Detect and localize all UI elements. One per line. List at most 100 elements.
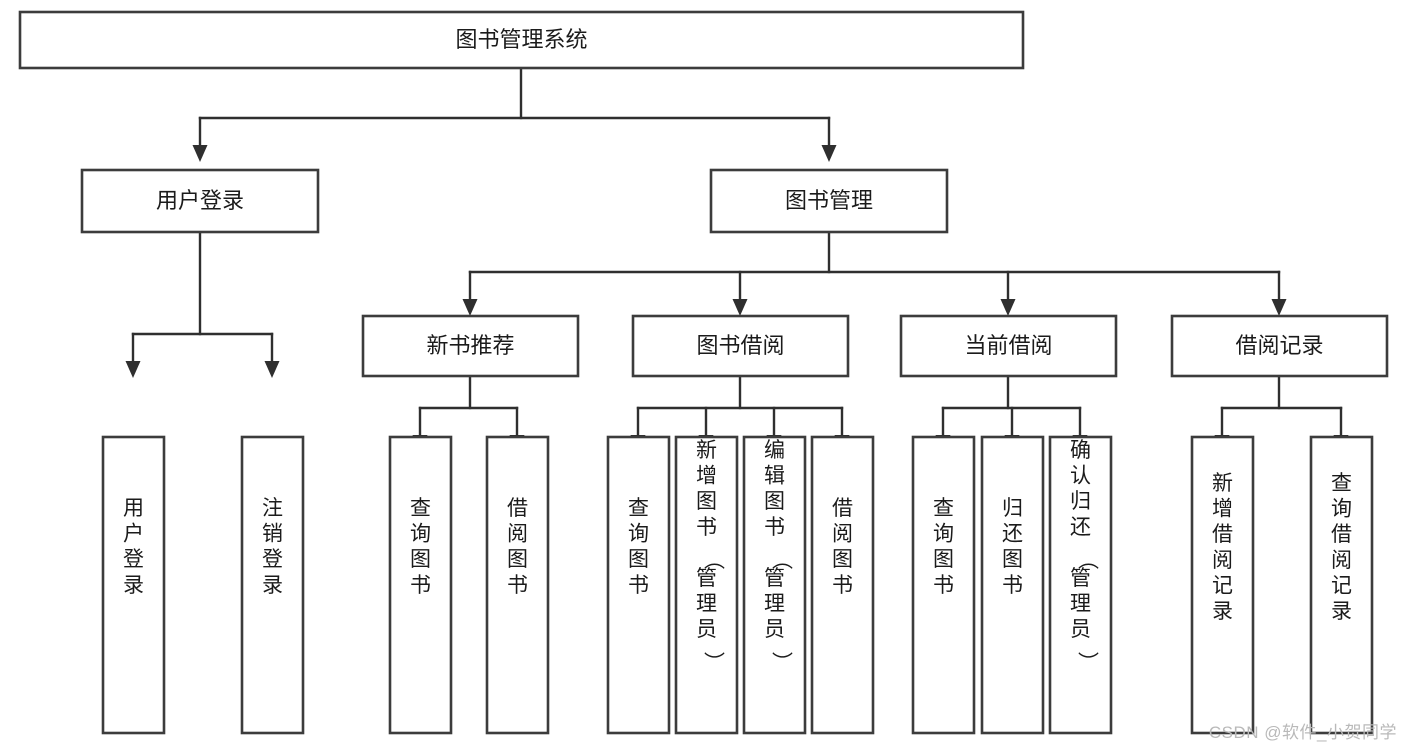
- connector-root-to-level1: [192, 66, 837, 162]
- node-box[interactable]: [1190, 435, 1255, 735]
- node-label-char: 归: [1002, 497, 1023, 520]
- node-label-char: ）: [770, 651, 793, 672]
- node-label-char: 查: [933, 497, 954, 520]
- node-leaf-query-book-current[interactable]: 查询图书查询图书: [911, 435, 976, 735]
- node-box[interactable]: [1170, 314, 1389, 378]
- node-label-char: 增: [1212, 498, 1233, 521]
- node-box[interactable]: [674, 435, 739, 735]
- node-label-char: 管: [696, 567, 717, 590]
- node-leaf-query-borrow-record[interactable]: 查询借阅记录查询借阅记录: [1309, 435, 1374, 735]
- node-leaf-add-borrow-record[interactable]: 新增借阅记录新增借阅记录: [1190, 435, 1255, 735]
- node-label-char: 管: [1070, 567, 1091, 590]
- node-label: 当前借阅: [964, 333, 1052, 358]
- node-label-char: 书: [764, 516, 785, 539]
- node-label: 图书借阅: [696, 333, 784, 358]
- connector-book-management-to-level2: [462, 230, 1287, 316]
- connector-arrow-icon: [732, 299, 748, 316]
- connector-user-login-to-leaves: [125, 230, 280, 378]
- node-boxes-layer: 图书管理系统用户登录图书管理新书推荐图书借阅当前借阅借阅记录用户登录用户登录注销…: [18, 10, 1389, 735]
- node-box[interactable]: [388, 435, 453, 735]
- node-leaf-user-login[interactable]: 用户登录用户登录: [101, 435, 166, 735]
- node-box[interactable]: [240, 435, 305, 735]
- node-box[interactable]: [742, 435, 807, 735]
- node-leaf-user-logout[interactable]: 注销登录注销登录: [240, 435, 305, 735]
- node-box[interactable]: [899, 314, 1118, 378]
- node-label-char: 员: [696, 618, 717, 641]
- node-label-char: 书: [933, 574, 954, 597]
- node-label-char: 查: [410, 497, 431, 520]
- node-leaf-query-book-borrow[interactable]: 查询图书查询图书: [606, 435, 671, 735]
- node-label: 新书推荐: [426, 333, 514, 358]
- node-box[interactable]: [485, 435, 550, 735]
- node-label-char: 图: [410, 548, 431, 571]
- node-box[interactable]: [709, 168, 949, 234]
- node-label-char: 记: [1212, 574, 1233, 597]
- node-box[interactable]: [1309, 435, 1374, 735]
- node-label-char: 阅: [507, 523, 528, 546]
- node-box[interactable]: [911, 435, 976, 735]
- node-current-borrow[interactable]: 当前借阅: [899, 314, 1118, 378]
- node-label-char: 辑: [764, 465, 785, 488]
- node-label-char: 书: [696, 516, 717, 539]
- node-book-borrow[interactable]: 图书借阅: [631, 314, 850, 378]
- node-label-char: （: [770, 549, 793, 570]
- node-label-char: 询: [410, 523, 431, 546]
- node-label-char: 新: [1212, 472, 1233, 495]
- node-label-char: 确: [1070, 439, 1091, 462]
- node-label-char: 图: [832, 548, 853, 571]
- node-box[interactable]: [1048, 435, 1113, 735]
- node-new-book-recommend[interactable]: 新书推荐: [361, 314, 580, 378]
- node-leaf-query-book-recommend[interactable]: 查询图书查询图书: [388, 435, 453, 735]
- node-label-char: 录: [123, 574, 144, 597]
- node-box[interactable]: [18, 10, 1025, 70]
- node-label-char: 阅: [1331, 549, 1352, 572]
- node-box[interactable]: [101, 435, 166, 735]
- node-box[interactable]: [606, 435, 671, 735]
- connector-arrow-icon: [462, 299, 478, 316]
- node-box[interactable]: [80, 168, 320, 234]
- node-leaf-return-book[interactable]: 归还图书归还图书: [980, 435, 1045, 735]
- node-box[interactable]: [810, 435, 875, 735]
- node-label-char: （: [1076, 549, 1099, 570]
- node-label-char: 询: [1331, 498, 1352, 521]
- node-label-char: 录: [1212, 600, 1233, 623]
- node-label-char: 书: [628, 574, 649, 597]
- node-label-char: 还: [1070, 516, 1091, 539]
- node-label-char: 询: [933, 523, 954, 546]
- node-label-char: （: [702, 549, 725, 570]
- node-label-char: 户: [123, 523, 144, 546]
- node-label-char: 询: [628, 523, 649, 546]
- node-box[interactable]: [980, 435, 1045, 735]
- node-borrow-records[interactable]: 借阅记录: [1170, 314, 1389, 378]
- node-label-char: 借: [507, 497, 528, 520]
- node-box[interactable]: [361, 314, 580, 378]
- node-leaf-borrow-book-recommend[interactable]: 借阅图书借阅图书: [485, 435, 550, 735]
- node-label-char: 查: [1331, 472, 1352, 495]
- node-book-management[interactable]: 图书管理: [709, 168, 949, 234]
- node-label-char: 记: [1331, 574, 1352, 597]
- connector-links-layer: [125, 66, 1349, 452]
- node-label-char: 图: [933, 548, 954, 571]
- node-label: 用户登录: [156, 188, 244, 213]
- node-label-char: 书: [1002, 574, 1023, 597]
- node-label-char: 员: [1070, 618, 1091, 641]
- node-label-char: 阅: [1212, 549, 1233, 572]
- node-label-char: 查: [628, 497, 649, 520]
- node-leaf-borrow-book[interactable]: 借阅图书借阅图书: [810, 435, 875, 735]
- node-root[interactable]: 图书管理系统: [18, 10, 1025, 70]
- node-user-login[interactable]: 用户登录: [80, 168, 320, 234]
- node-label-char: 图: [628, 548, 649, 571]
- node-label-char: 书: [832, 574, 853, 597]
- node-label-char: 用: [123, 497, 144, 520]
- node-box[interactable]: [631, 314, 850, 378]
- node-label-char: 归: [1070, 490, 1091, 513]
- connector-arrow-icon: [264, 361, 280, 378]
- node-label-char: ）: [702, 651, 725, 672]
- node-label-char: 管: [764, 567, 785, 590]
- node-label-char: 书: [410, 574, 431, 597]
- node-label-char: 图: [507, 548, 528, 571]
